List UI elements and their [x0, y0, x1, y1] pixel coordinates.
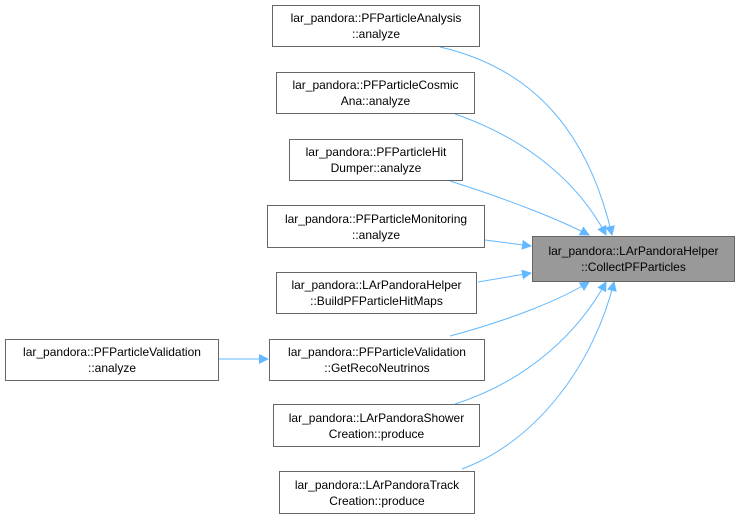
node-label-line2: ::BuildPFParticleHitMaps	[310, 294, 443, 308]
node-collectpfparticles[interactable]: lar_pandora::LArPandoraHelper ::CollectP…	[532, 236, 735, 282]
node-pfparticleanalysis-analyze[interactable]: lar_pandora::PFParticleAnalysis ::analyz…	[272, 5, 480, 47]
node-label-line1: lar_pandora::PFParticleAnalysis	[290, 11, 462, 25]
node-label-line2: ::CollectPFParticles	[581, 260, 686, 274]
node-label-line1: lar_pandora::LArPandoraTrack	[294, 477, 460, 492]
node-label-line1: lar_pandora::PFParticleCosmic	[292, 78, 459, 92]
node-pfparticlehitdumper-analyze[interactable]: lar_pandora::PFParticleHit Dumper::analy…	[289, 139, 463, 181]
node-label-line2: Creation::produce	[328, 426, 425, 441]
edge-larpandoratrackcreation	[461, 281, 617, 470]
edge-pfparticlecosmicana	[454, 113, 607, 236]
edge-pfparticlehitdumper	[449, 180, 590, 236]
edge-getreconeutrinos	[449, 281, 590, 337]
node-getreconeutrinos[interactable]: lar_pandora::PFParticleValidation ::GetR…	[269, 339, 485, 381]
edge-pfparticleanalysis	[439, 46, 615, 236]
node-label-line1: lar_pandora::LArPandoraHelper	[548, 244, 719, 258]
node-label-line1: lar_pandora::LArPandoraHelper	[291, 278, 462, 292]
node-pfparticlevalidation-analyze[interactable]: lar_pandora::PFParticleValidation ::anal…	[5, 339, 219, 381]
node-label-line2: ::analyze	[351, 227, 401, 242]
node-label-line2: Dumper::analyze	[330, 161, 422, 175]
node-larpandoratrackcreation-produce[interactable]: lar_pandora::LArPandoraTrack Creation::p…	[279, 471, 475, 514]
node-label-line1: lar_pandora::PFParticleValidation	[23, 345, 201, 359]
node-label-line2: Ana::analyze	[340, 94, 411, 108]
edge-pfparticlemonitoring	[484, 239, 532, 250]
node-label-line2: ::analyze	[351, 27, 401, 41]
node-label-line1: lar_pandora::LArPandoraShower	[288, 410, 465, 425]
edge-larpandorashowercreation	[454, 281, 607, 405]
node-pfparticlecosmicana-analyze[interactable]: lar_pandora::PFParticleCosmic Ana::analy…	[276, 72, 475, 114]
node-label-line2: ::analyze	[87, 361, 137, 375]
node-label-line1: lar_pandora::PFParticleValidation	[288, 345, 466, 359]
node-buildpfparticlehitmaps[interactable]: lar_pandora::LArPandoraHelper ::BuildPFP…	[276, 272, 477, 314]
edge-buildpfparticlehitmaps	[477, 269, 532, 283]
node-label-line1: lar_pandora::PFParticleHit	[305, 145, 447, 159]
node-larpandorashowercreation-produce[interactable]: lar_pandora::LArPandoraShower Creation::…	[273, 404, 480, 447]
node-label-line2: Creation::produce	[329, 493, 425, 508]
node-label-line2: ::GetRecoNeutrinos	[324, 361, 430, 375]
node-pfparticlemonitoring-analyze[interactable]: lar_pandora::PFParticleMonitoring ::anal…	[267, 205, 485, 248]
node-label-line1: lar_pandora::PFParticleMonitoring	[284, 211, 468, 226]
